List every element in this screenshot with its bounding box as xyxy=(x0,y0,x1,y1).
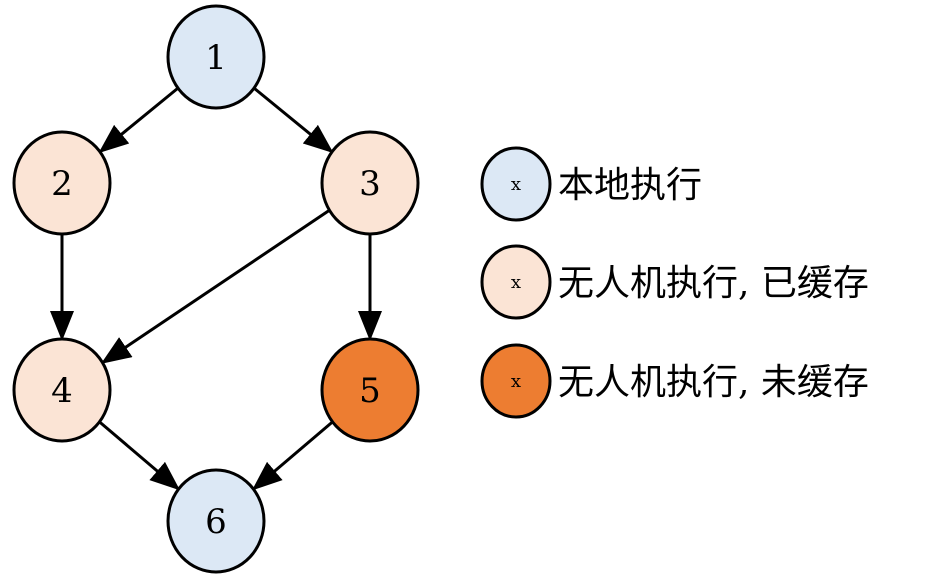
node-circle xyxy=(320,337,420,443)
legend-item-uav-cached: x 无人机执行, 已缓存 xyxy=(480,244,869,320)
legend-item-local: x 本地执行 xyxy=(480,146,702,222)
node-5: 5 xyxy=(320,337,420,443)
node-4: 4 xyxy=(12,337,112,443)
node-1: 1 xyxy=(166,4,266,110)
node-label: 5 xyxy=(359,371,381,411)
legend-symbol: x xyxy=(511,174,521,195)
node-circle xyxy=(12,337,112,443)
node-label: 2 xyxy=(51,164,73,204)
legend-swatch xyxy=(480,343,552,419)
node-label: 4 xyxy=(51,371,73,411)
node-2: 2 xyxy=(12,130,112,236)
node-6: 6 xyxy=(166,468,266,574)
edge-3-to-4 xyxy=(100,209,331,364)
legend: x 本地执行 x 无人机执行, 已缓存 x 无人机执行, 未缓存 xyxy=(480,146,869,419)
node-circle xyxy=(166,468,266,574)
edge-5-to-6 xyxy=(251,420,334,491)
node-label: 6 xyxy=(205,502,227,542)
nodes: 1 2 3 4 5 6 xyxy=(12,4,420,574)
node-3: 3 xyxy=(320,130,420,236)
legend-symbol: x xyxy=(511,371,521,392)
node-circle xyxy=(320,130,420,236)
legend-symbol: x xyxy=(511,272,521,293)
node-label: 1 xyxy=(205,38,227,78)
legend-label: 无人机执行, 未缓存 xyxy=(558,362,869,403)
edge-4-to-6 xyxy=(98,420,181,491)
legend-label: 无人机执行, 已缓存 xyxy=(558,263,869,304)
legend-swatch xyxy=(480,244,552,320)
legend-swatch xyxy=(480,146,552,222)
legend-item-uav-uncached: x 无人机执行, 未缓存 xyxy=(480,343,869,419)
edges xyxy=(50,86,382,491)
legend-label: 本地执行 xyxy=(558,165,702,206)
edge-1-to-3 xyxy=(253,86,334,154)
node-label: 3 xyxy=(359,164,381,204)
node-circle xyxy=(166,4,266,110)
node-circle xyxy=(12,130,112,236)
edge-1-to-2 xyxy=(98,86,179,154)
